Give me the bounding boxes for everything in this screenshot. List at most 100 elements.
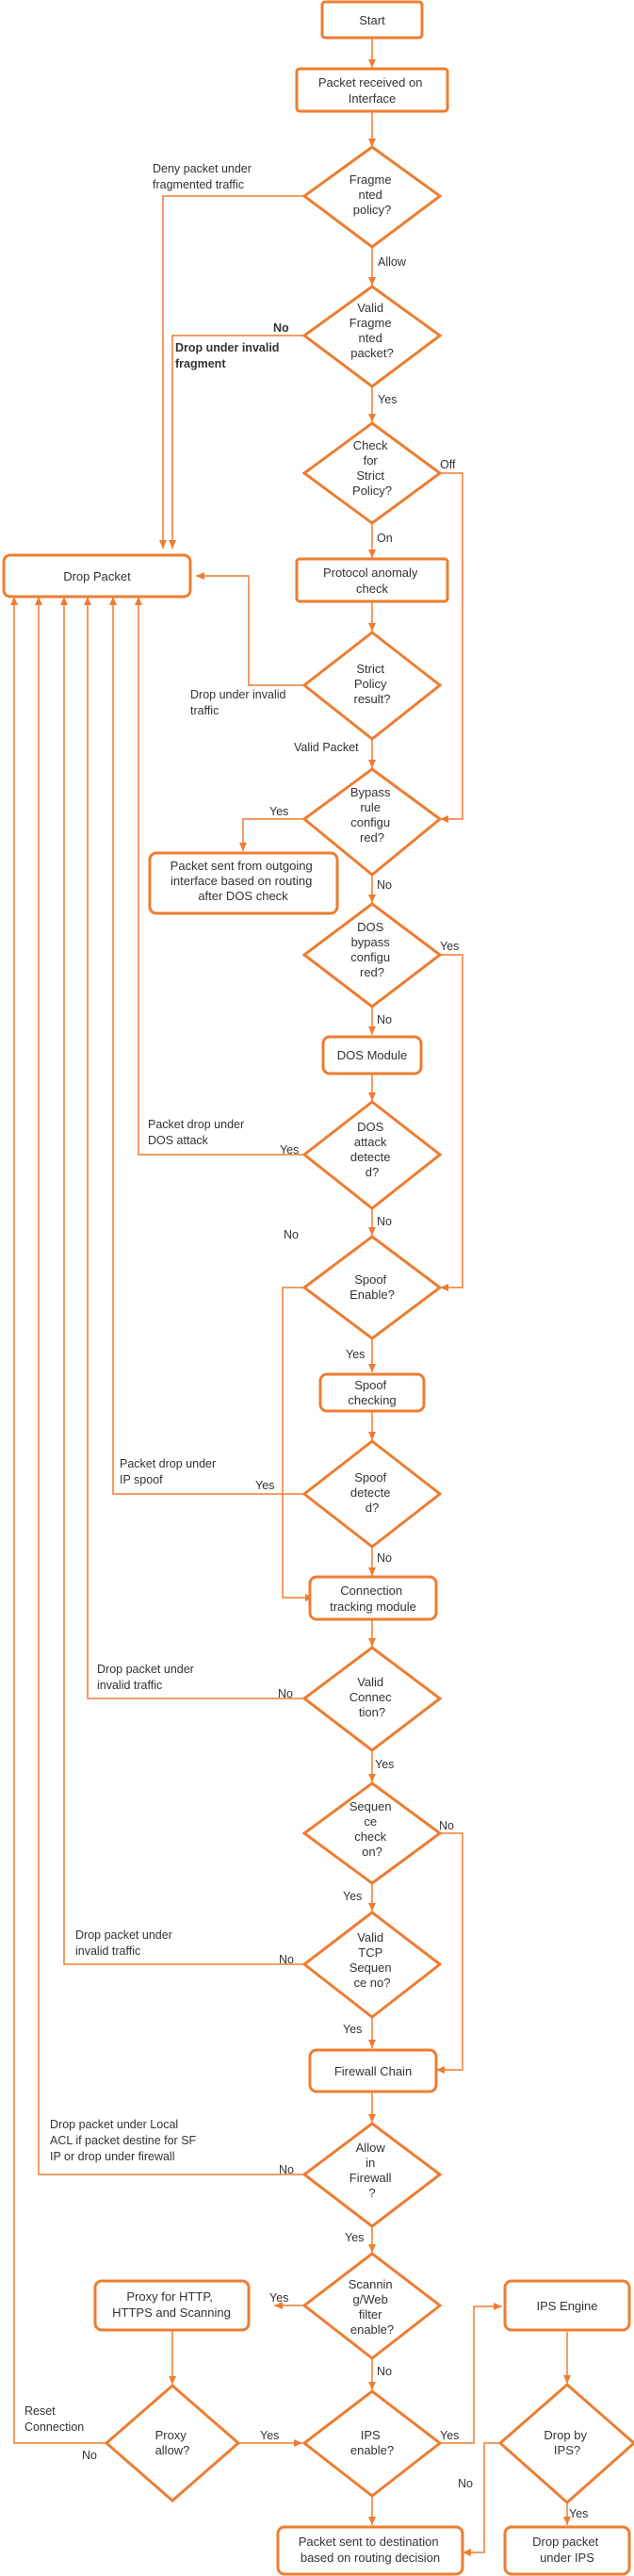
edge-label-no-conn: No: [278, 1687, 293, 1700]
label-dos-module: DOS Module: [337, 1048, 407, 1062]
edge-spoof-drop: [109, 597, 304, 1495]
node-fragmented-policy: [301, 145, 443, 249]
node-start: [320, 0, 424, 40]
label-ips-enable: IPS enable?: [350, 2428, 394, 2457]
label-spoof-detected: Spoof detecte d?: [350, 1470, 394, 1515]
label-allow-firewall: Allow in Firewall ?: [350, 2141, 395, 2200]
edge-label-yes-tcp: Yes: [343, 2023, 362, 2036]
edge-seq-firewall: [436, 1832, 463, 2074]
edge-label-yes-sequence: Yes: [343, 1890, 362, 1903]
node-ips-engine: [503, 2279, 631, 2332]
edge-ips-engine: [440, 2303, 502, 2444]
label-drop-under-ips: Drop packet under IPS: [532, 2535, 602, 2565]
edge-proxyallow-drop: [10, 597, 106, 2444]
edge-label-drop-invalid-strict: Drop under invalid traffic: [190, 688, 289, 717]
label-valid-fragmented: Valid Fragme nted packet?: [350, 301, 395, 360]
edge-label-no-spoof: No: [377, 1551, 392, 1565]
edge-label-drop-invalid-conn: Drop packet under invalid traffic: [97, 1663, 197, 1692]
edge-label-yes-spoof-enable: Yes: [346, 1348, 365, 1361]
node-scanning: [301, 2252, 443, 2360]
label-packet-received: Packet received on Interface: [318, 75, 426, 106]
edge-label-yes-conn: Yes: [375, 1758, 394, 1771]
edge-invalidfragment-drop: [169, 335, 304, 549]
edge-fragmented-drop: [159, 195, 304, 549]
edge-label-yes-ips: Yes: [440, 2429, 459, 2442]
node-strict-result: [301, 631, 443, 741]
node-sent-destination: [276, 2525, 464, 2576]
edge-label-drop-local-acl: Drop packet under Local ACL if packet de…: [50, 2118, 200, 2163]
node-drop-under-ips: [503, 2525, 631, 2576]
edge-dos-drop: [135, 597, 304, 1156]
node-labels: Start Packet received on Interface Fragm…: [63, 13, 602, 2565]
edge-label-no-spoof-enable: No: [284, 1228, 299, 1241]
edge-label-no-proxy: No: [82, 2449, 97, 2462]
label-drop-packet: Drop Packet: [63, 569, 131, 583]
node-valid-fragmented: [301, 285, 443, 388]
edge-label-drop-spoof: Packet drop under IP spoof: [120, 1457, 219, 1486]
label-dos-detected: DOS attack detecte d?: [350, 1120, 394, 1179]
label-proxy-allow: Proxy allow?: [155, 2428, 190, 2457]
edge-label-no-bypass: No: [377, 878, 392, 892]
node-drop-packet: [2, 553, 192, 599]
label-ips-engine: IPS Engine: [536, 2299, 597, 2313]
node-conn-tracking: [308, 1575, 438, 1621]
edge-label-yes-dos: Yes: [280, 1143, 299, 1157]
edge-label-deny-fragmented: Deny packet under fragmented traffic: [153, 162, 254, 191]
label-fragmented-policy: Fragme nted policy?: [350, 172, 395, 217]
edge-label-yes-ips-drop: Yes: [569, 2507, 588, 2520]
edge-spoofenable-conn: [282, 1287, 314, 1601]
edge-label-no-sequence: No: [439, 1819, 454, 1832]
edge-strictresult-drop: [196, 572, 304, 686]
label-protocol-anomaly: Protocol anomaly check: [323, 566, 421, 596]
edge-label-yes-scanning: Yes: [269, 2291, 288, 2305]
node-valid-tcp: [301, 1911, 443, 2019]
node-ips-enable: [301, 2389, 443, 2498]
label-scanning: Scannin g/Web filter enable?: [349, 2277, 397, 2337]
edge-label-yes-dos-bypass: Yes: [440, 940, 459, 953]
flowchart-edges: [10, 38, 571, 2556]
node-packet-received: [295, 67, 449, 113]
node-sent-outgoing: [148, 851, 339, 915]
edge-label-off: Off: [440, 458, 456, 471]
label-start: Start: [359, 13, 385, 27]
node-bypass-rule: [301, 767, 443, 877]
edge-label-no-fragment: No: [273, 321, 289, 335]
node-dos-module: [321, 1035, 423, 1075]
node-drop-by-ips: [497, 2383, 634, 2505]
edge-label-yes-bypass: Yes: [269, 805, 288, 818]
edge-label-on: On: [377, 532, 393, 545]
label-spoof-checking: Spoof checking: [348, 1378, 396, 1407]
edge-label-no-scanning: No: [377, 2365, 392, 2378]
edge-bypass-outgoing: [239, 818, 304, 851]
edge-label-yes-fragment: Yes: [378, 393, 397, 406]
label-check-strict: Check for Strict Policy?: [352, 438, 392, 498]
edge-strictoff-bypass: [440, 472, 463, 823]
edge-label-no-dos-bypass: No: [377, 1013, 392, 1026]
node-firewall-chain: [308, 2048, 438, 2093]
edge-label-no-ips-drop: No: [458, 2477, 473, 2490]
node-spoof-detected: [301, 1439, 443, 1549]
label-sent-destination: Packet sent to destination based on rout…: [299, 2535, 443, 2565]
edge-label-no-tcp: No: [279, 1953, 294, 1966]
label-conn-tracking: Connection tracking module: [330, 1583, 416, 1614]
label-valid-tcp: Valid TCP Sequen ce no?: [350, 1930, 395, 1990]
edge-tcp-drop: [60, 597, 304, 1965]
label-sequence-check: Sequen ce check on?: [350, 1799, 395, 1859]
edge-label-no-firewall: No: [279, 2163, 294, 2176]
node-spoof-checking: [318, 1372, 426, 1413]
edge-firewall-drop: [35, 597, 304, 2175]
node-proxy-allow: [104, 2384, 241, 2502]
edge-label-reset-connection: Reset Connection: [24, 2404, 84, 2434]
node-dos-detected: [301, 1100, 443, 1210]
node-allow-firewall: [301, 2122, 443, 2228]
label-valid-connection: Valid Connec tion?: [350, 1675, 395, 1719]
label-drop-by-ips: Drop by IPS?: [544, 2428, 590, 2457]
label-proxy: Proxy for HTTP, HTTPS and Scanning: [112, 2289, 231, 2320]
edge-label-yes-spoof: Yes: [255, 1479, 274, 1492]
node-protocol-anomaly: [295, 557, 449, 603]
edge-dosbypass-spoof: [440, 954, 463, 1291]
label-strict-result: Strict Policy result?: [353, 662, 390, 706]
label-bypass-rule: Bypass rule configu red?: [350, 785, 394, 845]
